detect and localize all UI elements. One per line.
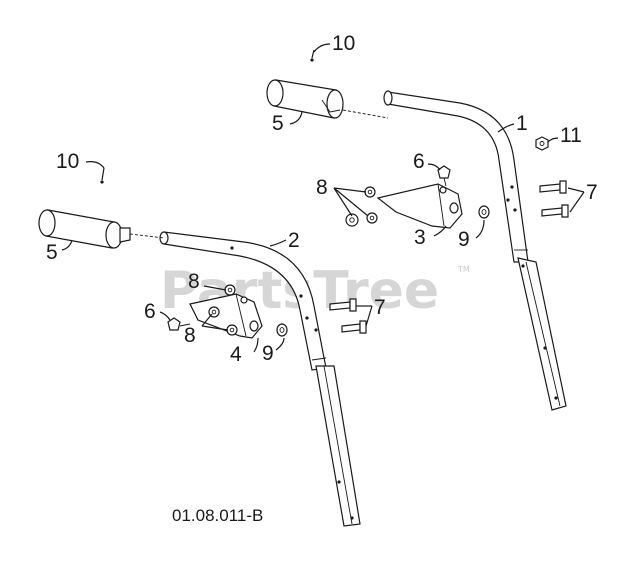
callout-2: 2 [288, 229, 300, 252]
bolt-right[interactable] [437, 165, 451, 187]
diagram-code: 01.08.011-B [172, 506, 263, 525]
handle-grip-right[interactable] [266, 79, 389, 119]
flat-washer-left[interactable] [276, 323, 288, 337]
callout-9-left: 9 [262, 342, 274, 365]
carriage-screws-left[interactable] [329, 298, 367, 334]
leader-lines [61, 43, 585, 353]
handle-tube-upper[interactable] [383, 90, 567, 411]
mounting-bracket-right[interactable] [376, 183, 463, 229]
callout-7-left: 7 [374, 296, 386, 319]
callout-8-left-upper: 8 [188, 270, 200, 293]
flat-washer-right[interactable] [478, 205, 490, 219]
callout-9-right: 9 [458, 228, 470, 251]
callout-5-left: 5 [46, 241, 58, 264]
carriage-screws-right[interactable] [539, 180, 569, 218]
callout-3: 3 [414, 226, 426, 249]
callout-10-left: 10 [56, 150, 79, 173]
lock-washers-right[interactable] [345, 186, 378, 227]
callout-5-right: 5 [272, 112, 284, 135]
hex-nut[interactable] [535, 136, 549, 151]
callout-4: 4 [230, 343, 242, 366]
callout-8-left-lower: 8 [184, 324, 196, 347]
callout-1: 1 [516, 112, 528, 135]
callout-10-right: 10 [332, 32, 355, 55]
callout-7-right: 7 [586, 181, 598, 204]
bolt-left[interactable] [167, 317, 191, 331]
handle-grip-left[interactable] [38, 209, 165, 249]
pin-right[interactable] [310, 49, 315, 62]
callout-11: 11 [560, 124, 582, 147]
callout-8-right: 8 [316, 176, 328, 199]
handle-tube-lower[interactable] [159, 231, 361, 527]
pin-left[interactable] [100, 167, 105, 184]
watermark-trademark: TM [457, 265, 470, 274]
callout-6-right: 6 [413, 150, 425, 173]
callout-6-left: 6 [144, 300, 156, 323]
